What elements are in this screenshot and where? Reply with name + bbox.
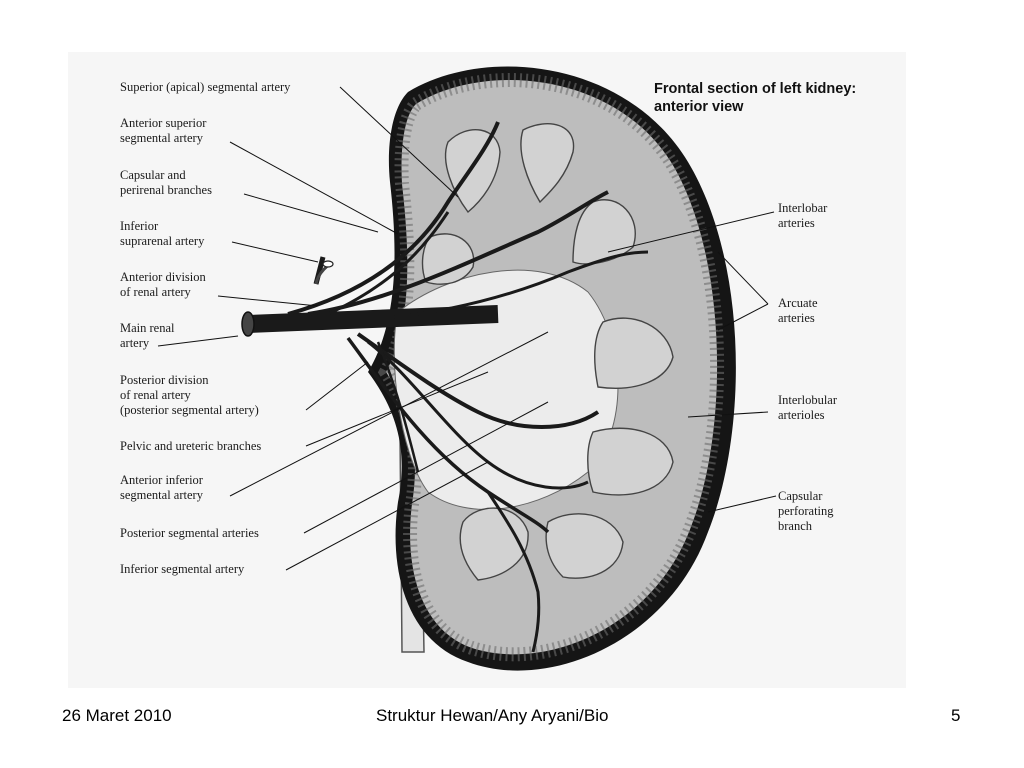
label-pelvic-ureteric-branches: Pelvic and ureteric branches — [120, 439, 262, 453]
label-inferior-suprarenal-artery: Inferior suprarenal artery — [120, 219, 205, 248]
label-inferior-segmental-artery: Inferior segmental artery — [120, 562, 245, 576]
label-interlobar-arteries: Interlobar arteries — [778, 201, 828, 230]
kidney-figure: Frontal section of left kidney: anterior… — [68, 52, 906, 688]
figure-title-line: anterior view — [654, 99, 744, 115]
label-anterior-division-renal-artery: Anterior division of renal artery — [120, 270, 206, 299]
label-posterior-division-renal-artery: Posterior division of renal artery (post… — [120, 373, 259, 417]
footer-date: 26 Maret 2010 — [62, 706, 172, 725]
renal-pyramids — [421, 123, 674, 581]
label-anterior-inferior-segmental-artery: Anterior inferior segmental artery — [120, 473, 203, 502]
label-capsular-perforating-branch: Capsular perforating branch — [778, 489, 834, 533]
label-capsular-perirenal-branches: Capsular and perirenal branches — [120, 168, 212, 197]
page-number: 5 — [951, 706, 961, 725]
figure-title-line: Frontal section of left kidney: — [654, 81, 857, 97]
footer-title: Struktur Hewan/Any Aryani/Bio — [376, 706, 609, 725]
label-superior-apical-segmental-artery: Superior (apical) segmental artery — [120, 80, 291, 94]
kidney-illustration — [157, 66, 777, 671]
label-posterior-segmental-arteries: Posterior segmental arteries — [120, 526, 259, 540]
figure-title: Frontal section of left kidney: anterior… — [654, 80, 856, 116]
label-arcuate-arteries: Arcuate arteries — [778, 296, 818, 325]
label-main-renal-artery: Main renal artery — [120, 321, 175, 350]
leader-lines — [157, 86, 777, 571]
label-anterior-superior-segmental-artery: Anterior superior segmental artery — [120, 116, 207, 145]
label-interlobular-arterioles: Interlobular arterioles — [778, 393, 838, 422]
